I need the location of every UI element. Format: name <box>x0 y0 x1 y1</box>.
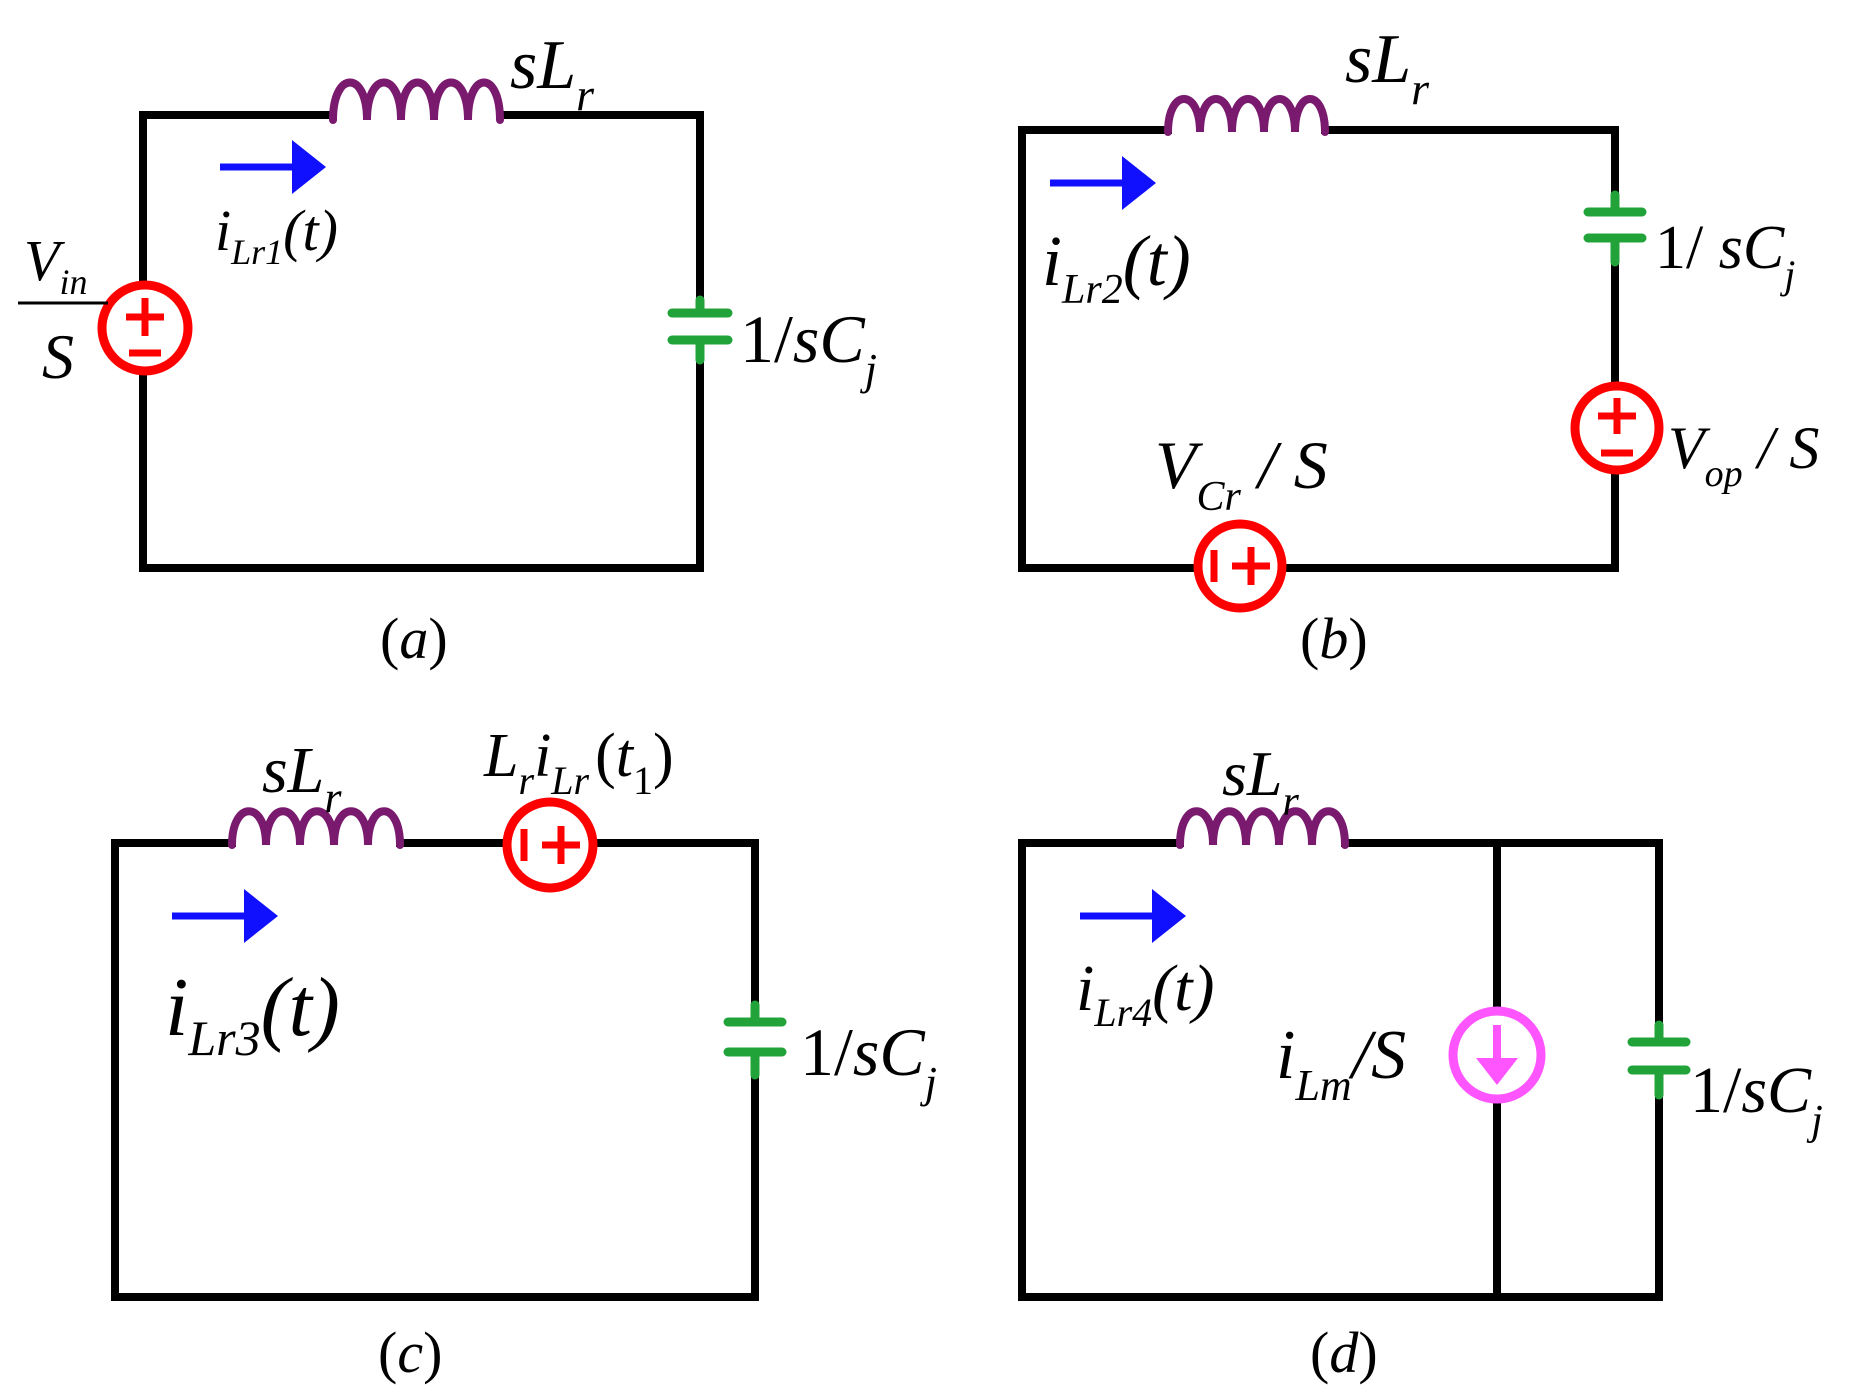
panel-b-inductor <box>1164 95 1329 136</box>
panel-b-voltage-source-bottom <box>1193 519 1287 613</box>
panel-a-current-label: iLr1(t) <box>215 198 338 272</box>
panel-a-inductor <box>329 78 504 124</box>
panel-c-source-label: LriLr(t1) <box>483 722 674 803</box>
panel-d-current-label: iLr4(t) <box>1076 952 1214 1035</box>
panel-b-voltage-source-right <box>1570 381 1664 475</box>
panel-a-source-numerator: Vin <box>24 228 87 302</box>
panel-c-current-label: iLr3(t) <box>165 961 340 1066</box>
panel-d-capacitor <box>1627 1020 1691 1100</box>
panel-d-wires <box>1018 839 1663 1301</box>
panel-b-capacitor-label: 1/ sCj <box>1655 214 1795 297</box>
panel-c-capacitor <box>723 1000 787 1080</box>
panel-b-current-label: iLr2(t) <box>1042 221 1191 313</box>
panel-c-capacitor-label: 1/sCj <box>800 1014 937 1107</box>
panel-a-capacitor <box>667 295 733 365</box>
panel-c: sLr LriLr(t1) iLr3(t) 1/sCj (c) <box>111 722 937 1385</box>
panel-a-caption: (a) <box>380 606 448 671</box>
panel-d-inductor <box>1176 807 1349 849</box>
panel-d-capacitor-label: 1/sCj <box>1690 1054 1823 1144</box>
panel-a: sLr iLr1(t) Vin S 1/sCj (a) <box>18 27 877 671</box>
panel-b-current-arrow <box>1050 156 1156 210</box>
panel-c-wires <box>111 839 759 1301</box>
panel-c-voltage-source <box>502 797 598 893</box>
panel-d-current-source <box>1448 1006 1546 1104</box>
panel-b-caption: (b) <box>1300 606 1368 671</box>
panel-d-current-source-label: iLm/S <box>1276 1017 1406 1110</box>
panel-a-inductor-label: sLr <box>510 27 595 120</box>
panel-b-source-right-label: Vop / S <box>1668 415 1819 495</box>
panel-c-inductor-label: sLr <box>262 734 342 822</box>
panel-b-capacitor <box>1583 190 1647 267</box>
panel-a-wires <box>139 111 704 572</box>
panel-c-caption: (c) <box>378 1320 442 1385</box>
panel-b: sLr iLr2(t) 1/ sCj Vop / S VCr / S (b) <box>1018 21 1819 671</box>
panel-b-inductor-label: sLr <box>1345 21 1430 114</box>
panel-c-inductor <box>228 807 404 849</box>
panel-a-current-arrow <box>220 140 326 194</box>
panel-d-caption: (d) <box>1310 1320 1378 1385</box>
panel-c-current-arrow <box>172 889 278 943</box>
panel-d-inductor-label: sLr <box>1222 738 1300 825</box>
panel-a-voltage-source <box>97 280 193 376</box>
panel-a-capacitor-label: 1/sCj <box>740 301 877 394</box>
panel-a-source-denominator: S <box>42 321 74 392</box>
panel-d-current-arrow <box>1080 889 1186 943</box>
panel-d: sLr iLr4(t) iLm/S 1/sCj (d) <box>1018 738 1823 1385</box>
panel-b-source-bottom-label: VCr / S <box>1155 427 1328 520</box>
panel-b-wires <box>1018 126 1619 572</box>
